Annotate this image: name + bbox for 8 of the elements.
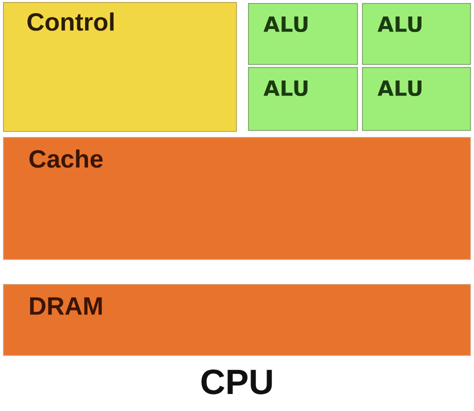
- alu-block: ALU: [362, 3, 471, 65]
- cache-bar: Cache: [3, 137, 471, 260]
- caption: CPU: [202, 370, 272, 394]
- memory-bar: DRAM: [3, 284, 471, 356]
- alu-block: ALU: [248, 3, 358, 65]
- alu-block: ALU: [248, 67, 358, 131]
- alu-block: ALU: [362, 67, 471, 131]
- control-block: Control: [3, 2, 237, 132]
